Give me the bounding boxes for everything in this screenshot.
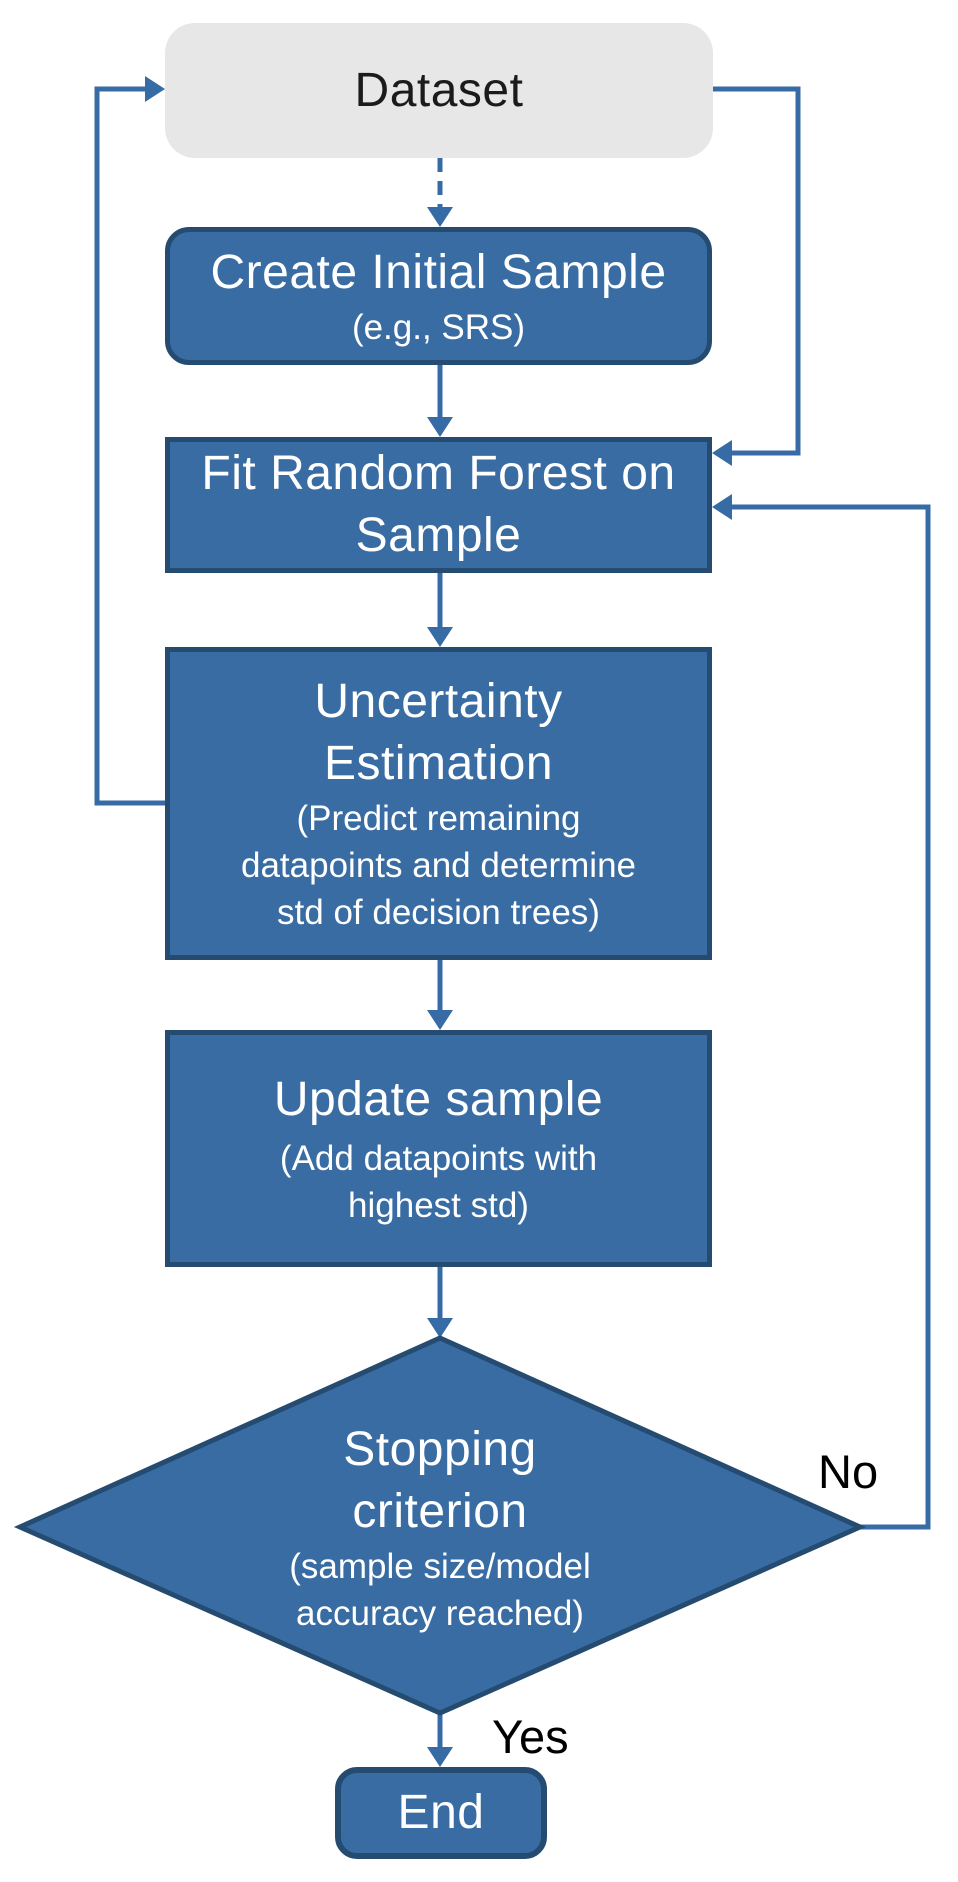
node-update-sample-sublabel: (Add datapoints with highest std) [279,1138,598,1225]
node-create-initial-sample-sublabel: (e.g., SRS) [351,307,526,347]
node-dataset-label: Dataset [354,63,524,117]
arrowhead-into-create [427,207,453,227]
node-fit-random-forest: Fit Random Forest on Sample [165,437,712,573]
node-update-sample-label: Update sample [273,1072,604,1126]
edge-label-yes: Yes [492,1710,569,1763]
edge-dataset-to-fit [713,86,801,456]
node-end-label: End [397,1786,485,1839]
edge-no-loop [730,504,931,1530]
node-end: End [335,1767,547,1859]
arrowhead-into-update [427,1010,453,1030]
arrowhead-dataset-into-fit [712,440,732,466]
node-uncertainty-estimation-sublabel: (Predict remaining datapoints and determ… [241,799,636,932]
node-update-sample: Update sample (Add datapoints with highe… [165,1030,712,1267]
node-create-initial-sample-label: Create Initial Sample [210,245,667,299]
node-stopping-criterion-label: Stopping criterion [343,1422,537,1538]
node-stopping-criterion: Stopping criterion (sample size/model ac… [240,1400,640,1655]
node-dataset: Dataset [165,23,713,158]
arrowhead-no-into-fit [712,494,732,520]
arrowhead-into-fit [427,417,453,437]
arrowhead-into-uncertainty [427,627,453,647]
arrowhead-into-end [427,1747,453,1767]
node-fit-random-forest-label: Fit Random Forest on Sample [201,447,676,562]
arrowhead-into-stopping [427,1318,453,1338]
node-uncertainty-estimation: Uncertainty Estimation (Predict remainin… [165,647,712,960]
node-stopping-criterion-sublabel: (sample size/model accuracy reached) [289,1546,591,1633]
node-uncertainty-estimation-label: Uncertainty Estimation [314,675,563,790]
edge-label-no: No [818,1445,879,1498]
node-stopping-criterion-shape [13,1335,867,1716]
node-create-initial-sample: Create Initial Sample (e.g., SRS) [165,227,712,365]
edge-uncertainty-to-dataset [94,86,165,806]
arrowhead-into-dataset [145,76,165,102]
